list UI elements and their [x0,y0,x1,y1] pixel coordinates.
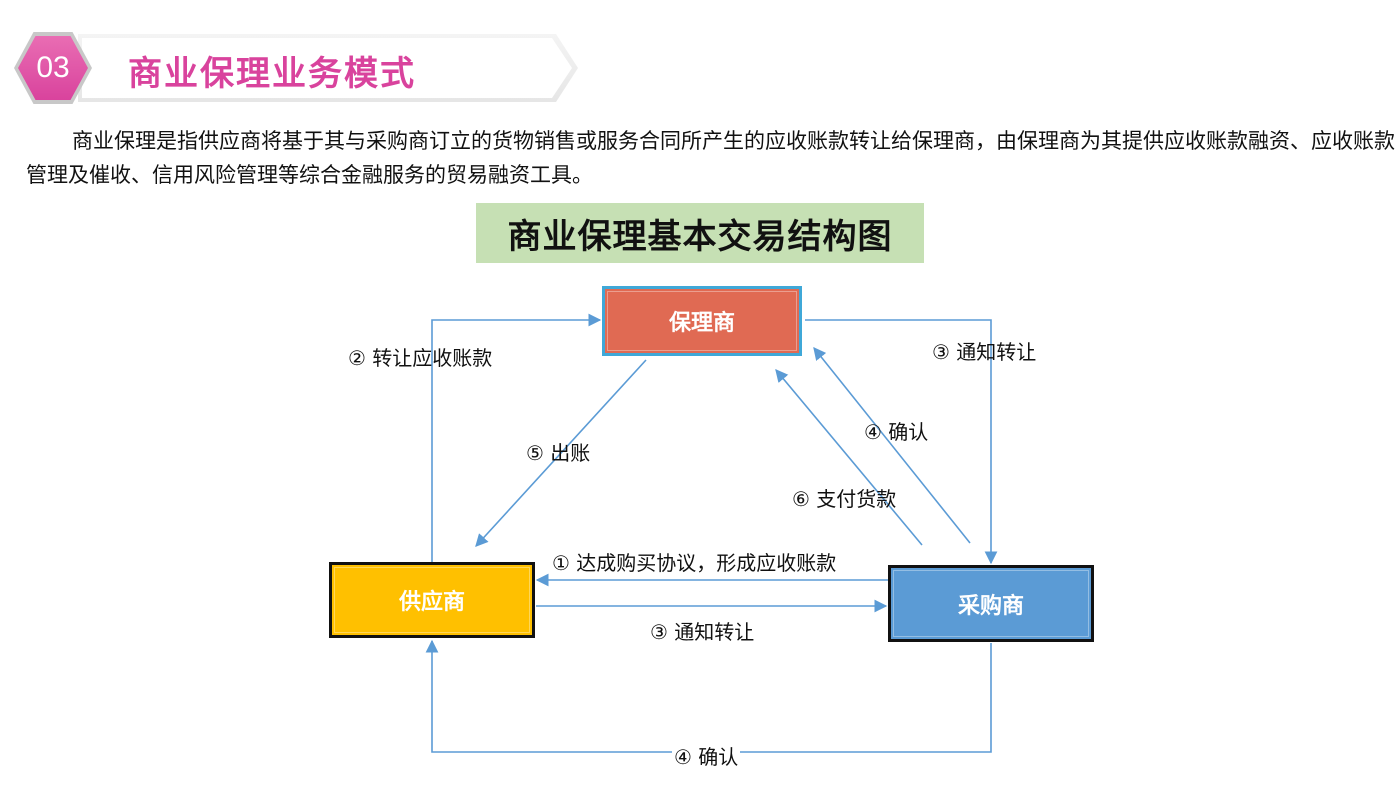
arrow-confirm-top [813,347,971,544]
label-agreement: ① 达成购买协议，形成应收账款 [552,551,837,575]
label-confirm-bottom: ④ 确认 [672,741,741,770]
arrow-pay-goods [775,369,923,546]
label-pay-goods: ⑥ 支付货款 [792,487,897,511]
label-billing: ⑤ 出账 [526,441,591,465]
label-notify-transfer-mid: ③ 通知转让 [650,620,755,644]
section-header-bar-inner [82,38,572,98]
arrow-confirm-bottom [425,639,992,753]
label-confirm-top: ④ 确认 [864,420,929,444]
node-supplier-label: 供应商 [398,590,465,615]
node-buyer-inner-border [893,570,1089,637]
arrow-notify-transfer-top [805,319,998,565]
intro-paragraph: 商业保理是指供应商将基于其与采购商订立的货物销售或服务合同所产生的应收账款转让给… [26,129,1395,187]
node-factor-inner-border [607,291,797,351]
section-title: 商业保理业务模式 [128,54,416,94]
label-transfer-receivables: ② 转让应收账款 [348,346,493,370]
node-buyer-label: 采购商 [957,593,1024,619]
diagram-title: 商业保理基本交易结构图 [476,203,924,263]
arrow-transfer-receivables [431,313,602,562]
node-supplier-inner-border [334,567,530,633]
arrow-billing [475,359,647,547]
node-factor-label: 保理商 [668,311,735,336]
node-buyer: 采购商 [888,565,1094,642]
label-notify-transfer-top: ③ 通知转让 [932,340,1037,364]
node-supplier: 供应商 [329,562,535,638]
node-factor: 保理商 [602,286,802,356]
